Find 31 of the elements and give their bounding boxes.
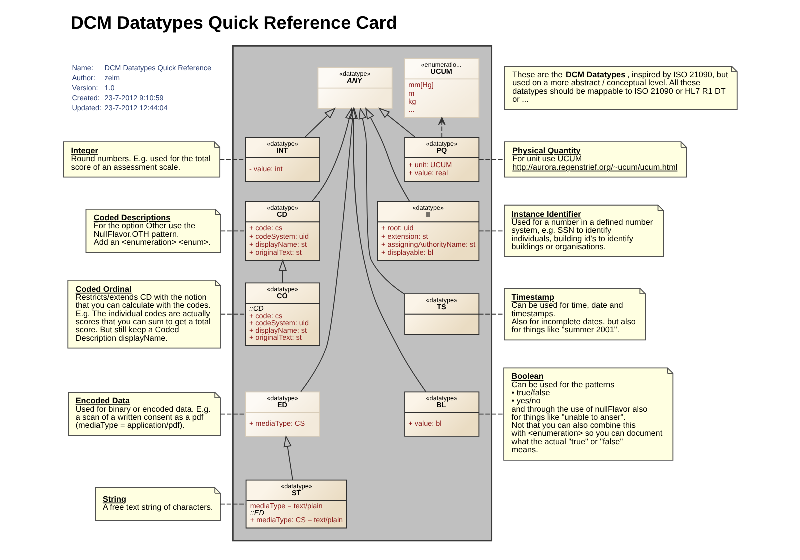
label: 23-7-2012 9:10:59	[104, 93, 164, 102]
connector	[220, 414, 246, 415]
arrow	[378, 108, 416, 138]
connector	[220, 314, 246, 315]
connector	[478, 159, 505, 160]
label: Author:	[72, 73, 95, 82]
label: 1.0	[104, 83, 114, 92]
arrow	[358, 107, 405, 295]
diagram-title: DCM Datatypes Quick Reference Card	[70, 13, 397, 34]
label: Version:	[72, 83, 98, 92]
label: Name:	[72, 64, 93, 73]
cluster	[232, 46, 492, 542]
connector	[220, 230, 246, 232]
arrow	[349, 107, 426, 393]
connector	[478, 314, 504, 315]
arrow	[304, 108, 336, 138]
connector	[220, 504, 246, 505]
label: Updated:	[72, 103, 102, 112]
label: 23-7-2012 12:44:04	[104, 103, 168, 112]
connector	[478, 414, 504, 415]
label: Created:	[72, 93, 100, 102]
label: zelm	[104, 73, 120, 82]
arrow	[283, 435, 293, 481]
arrow	[438, 117, 446, 138]
arrow	[311, 108, 353, 202]
arrow	[278, 259, 287, 284]
arrow	[364, 108, 410, 202]
connector	[478, 230, 504, 232]
connector	[219, 159, 246, 160]
label: DCM Datatypes Quick Reference	[104, 64, 211, 73]
arrow	[300, 107, 356, 392]
